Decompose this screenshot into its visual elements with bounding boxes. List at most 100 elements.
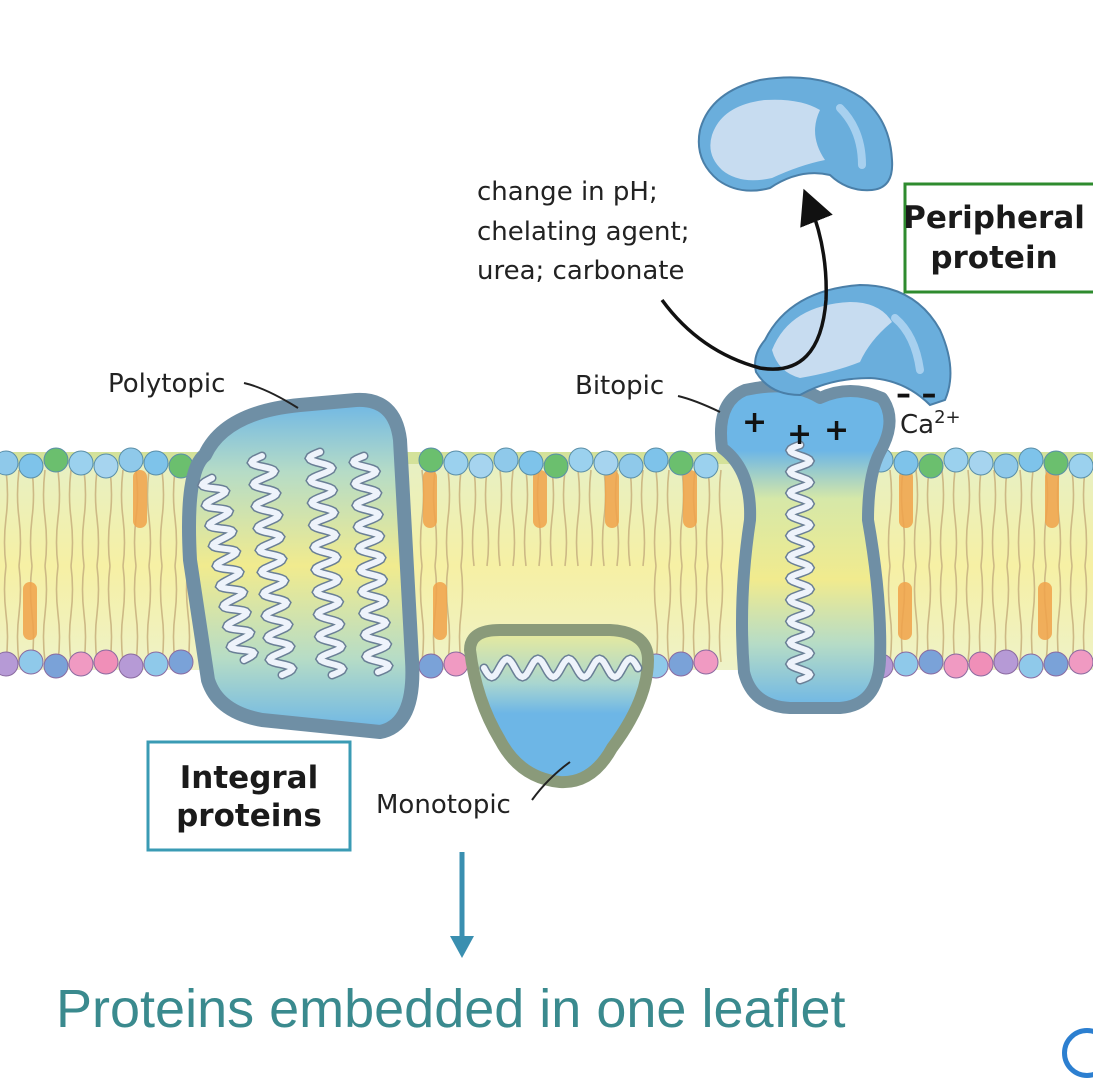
polytopic-label: Polytopic (108, 369, 225, 399)
peripheral-box-line-2: protein (930, 240, 1057, 276)
integral-proteins-box (146, 740, 352, 852)
lipid-tail (1082, 469, 1088, 567)
head-group (43, 447, 69, 473)
peripheral-protein-attached (754, 283, 952, 407)
head-group (643, 447, 669, 473)
lipid-tail (445, 469, 451, 567)
bitopic-label: Bitopic (575, 371, 664, 401)
lipid-tail (81, 469, 87, 567)
helix-ribbon (786, 442, 814, 683)
lipid-tail (1017, 469, 1023, 567)
lipid-tail (120, 565, 126, 663)
head-group (693, 453, 719, 479)
lipid-tail (94, 565, 100, 663)
head-group (43, 653, 69, 679)
head-group (1043, 651, 1069, 677)
lipid-tail (484, 469, 490, 567)
lipid-tail (939, 565, 945, 663)
lipid-tail (497, 469, 503, 567)
head-group (418, 653, 444, 679)
polytopic-leader (243, 382, 299, 409)
lipid-tail (952, 469, 958, 567)
lipid-tail (978, 469, 984, 567)
head-group (168, 649, 194, 675)
monotopic-label: Monotopic (376, 790, 511, 820)
lipid-tail (1030, 565, 1036, 663)
lipid-tail (445, 565, 451, 663)
head-group (618, 453, 644, 479)
head-group (668, 651, 694, 677)
lipid-tail (42, 469, 48, 567)
lipid-tail (653, 469, 659, 567)
lipid-tail (549, 469, 555, 567)
head-group (568, 447, 594, 473)
head-group (1018, 447, 1044, 473)
head-group (443, 450, 469, 476)
head-group (443, 651, 469, 677)
lipid-tail (926, 469, 932, 567)
head-group (918, 453, 944, 479)
peripheral-box-line-1: Peripheral (903, 200, 1085, 236)
head-group (418, 447, 444, 473)
head-group (993, 649, 1019, 675)
head-group (18, 453, 44, 479)
lipid-tail (666, 565, 672, 663)
lipid-tail (965, 469, 971, 567)
lipid-tail (133, 565, 139, 663)
head-group (968, 450, 994, 476)
integral-box-line-2: proteins (176, 798, 322, 834)
cholesterol (1038, 582, 1052, 640)
lipid-tail (458, 469, 464, 567)
head-group (943, 447, 969, 473)
treatment-line-3: urea; carbonate (477, 256, 684, 286)
cholesterol-molecules (23, 470, 1059, 640)
lipid-tail (705, 565, 711, 663)
head-group (143, 450, 169, 476)
lipid-tail (705, 469, 711, 567)
lipid-tail (1069, 469, 1075, 567)
head-group (93, 453, 119, 479)
lipid-tail (55, 565, 61, 663)
monotopic-protein (464, 624, 654, 789)
head-group (68, 450, 94, 476)
lipid-tail (913, 565, 919, 663)
lipid-tail (172, 565, 178, 663)
cholesterol (899, 470, 913, 528)
head-group (0, 651, 19, 677)
polytopic-helices (196, 447, 394, 680)
lipid-tail (3, 565, 9, 663)
helix-ribbon (198, 475, 258, 663)
lipid-tail (926, 565, 932, 663)
lipid-tail (718, 469, 724, 567)
bitopic-protein (715, 380, 896, 714)
helix-ribbon (305, 449, 347, 678)
cholesterol (1045, 470, 1059, 528)
head-group (68, 651, 94, 677)
cholesterol (133, 470, 147, 528)
head-group (943, 653, 969, 679)
cholesterol (433, 582, 447, 640)
head-group (968, 651, 994, 677)
lipid-tail (172, 469, 178, 567)
lipid-tail (939, 469, 945, 567)
lipid-tail (81, 565, 87, 663)
lipid-tail (562, 469, 568, 567)
lipid-tail (588, 469, 594, 567)
lipid-tail (978, 565, 984, 663)
cholesterol (423, 470, 437, 528)
down-arrow-head (450, 936, 474, 958)
head-group (1018, 653, 1044, 679)
lipid-tail (627, 469, 633, 567)
bitopic-helix (784, 440, 816, 685)
lipid-tail (1004, 565, 1010, 663)
lipid-tail (679, 565, 685, 663)
cholesterol (898, 582, 912, 640)
lipid-tail (68, 469, 74, 567)
lipid-tail (107, 565, 113, 663)
lipid-tail (419, 565, 425, 663)
lipid-tail (29, 469, 35, 567)
lipid-tail (666, 469, 672, 567)
head-group (1043, 450, 1069, 476)
helix-ribbon (481, 655, 641, 681)
lipid-tail (692, 565, 698, 663)
